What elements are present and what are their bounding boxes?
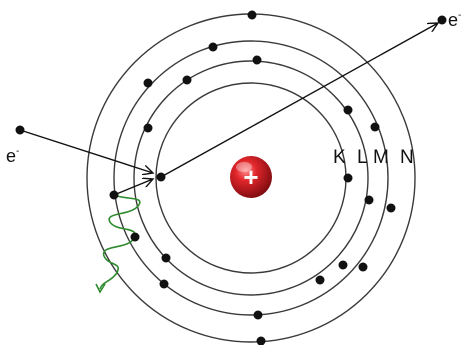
electron-n-2 <box>256 336 266 345</box>
outgoing-electron-charge: - <box>458 10 461 21</box>
incoming-electron-dot <box>15 125 25 135</box>
electron-l-3 <box>143 123 153 133</box>
electron-m-2 <box>143 78 153 88</box>
electron-l-2 <box>182 75 192 85</box>
shell-ring-m <box>113 40 389 316</box>
electron-l-6 <box>161 253 171 263</box>
electron-k-2 <box>343 173 353 183</box>
electron-m-4 <box>386 203 396 213</box>
incoming-electron-symbol: e <box>6 146 16 166</box>
electron-l-7 <box>315 275 325 285</box>
incoming-electron-arrow <box>19 129 153 173</box>
electron-k-1 <box>156 172 166 182</box>
electron-m-6 <box>159 279 169 289</box>
electron-m-7 <box>253 310 263 320</box>
electron-l-8 <box>358 262 368 272</box>
electron-m-8 <box>338 260 348 270</box>
electron-l-1 <box>109 190 119 200</box>
shell-label-l: L <box>357 147 368 168</box>
incoming-electron-charge: - <box>16 146 19 157</box>
outgoing-electron-arrow <box>160 23 438 178</box>
electron-n-1 <box>247 10 257 20</box>
nucleus-sign: + <box>243 162 258 192</box>
outgoing-electron-symbol: e <box>448 10 458 30</box>
electron-l-4 <box>343 105 353 115</box>
shell-ring-l <box>133 60 369 296</box>
outgoing-electron-label: e- <box>448 10 461 30</box>
electron-m-3 <box>370 122 380 132</box>
outgoing-electron-dot <box>437 15 447 25</box>
nucleus-icon: + <box>230 156 272 198</box>
electron-m-1 <box>208 42 218 52</box>
shell-label-n: N <box>400 147 414 168</box>
transition-electron-arrow <box>113 179 153 196</box>
electron-l-5 <box>364 195 374 205</box>
electron-k-3 <box>252 55 262 65</box>
incoming-electron-label: e- <box>6 146 19 166</box>
shell-label-m: M <box>373 147 389 168</box>
shell-label-k: K <box>333 147 346 168</box>
electron-m-5 <box>130 232 140 242</box>
